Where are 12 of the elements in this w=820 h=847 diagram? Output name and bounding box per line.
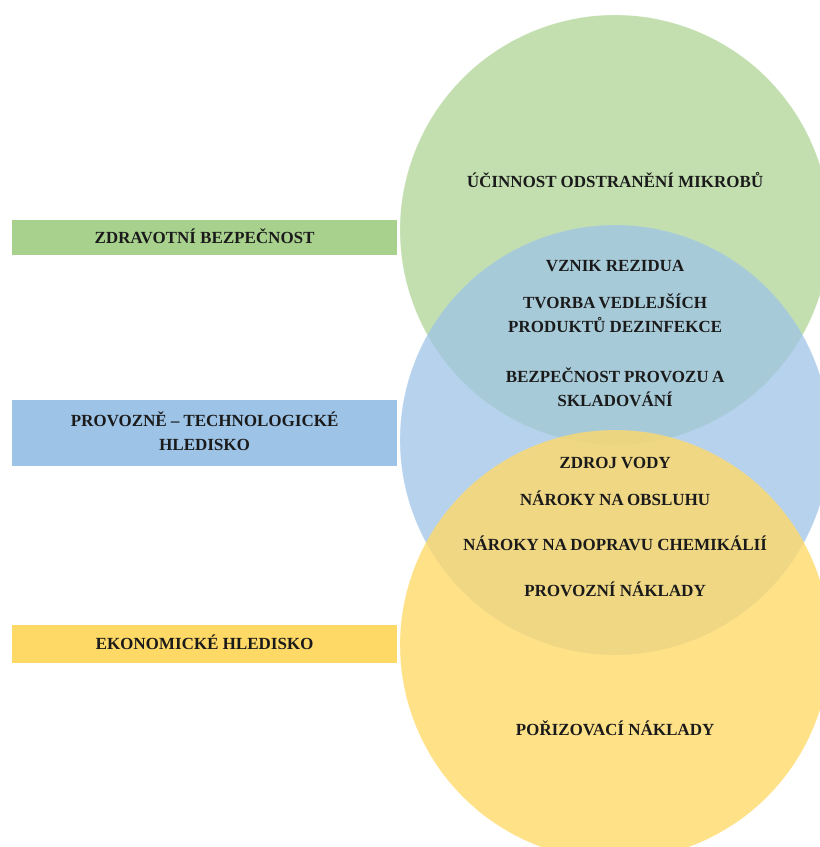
category-bar: EKONOMICKÉ HLEDISKO <box>12 625 397 663</box>
overlap-text: NÁROKY NA OBSLUHU <box>518 489 712 511</box>
category-bar: ZDRAVOTNÍ BEZPEČNOST <box>12 220 397 255</box>
overlap-text: BEZPEČNOST PROVOZU A SKLADOVÁNÍ <box>504 366 726 412</box>
circle-text: POŘIZOVACÍ NÁKLADY <box>514 719 716 741</box>
overlap-text: PROVOZNÍ NÁKLADY <box>523 580 707 602</box>
overlap-text: TVORBA VEDLEJŠÍCH PRODUKTŮ DEZINFEKCE <box>507 292 723 338</box>
category-bar: PROVOZNĚ – TECHNOLOGICKÉ HLEDISKO <box>12 400 397 466</box>
circle-text: ÚČINNOST ODSTRANĚNÍ MIKROBŮ <box>466 170 764 193</box>
overlap-text: VZNIK REZIDUA <box>544 255 686 277</box>
overlap-text: NÁROKY NA DOPRAVU CHEMIKÁLIÍ <box>462 534 768 556</box>
overlap-text: ZDROJ VODY <box>558 452 672 474</box>
